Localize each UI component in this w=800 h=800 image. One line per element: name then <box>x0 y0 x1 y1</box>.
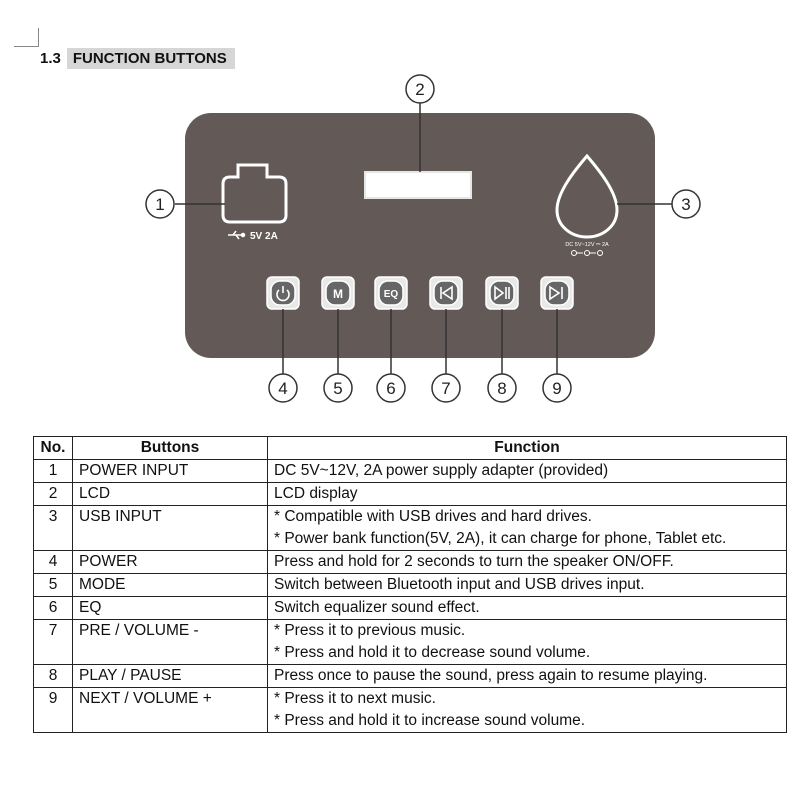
play-pause-button[interactable] <box>485 276 519 310</box>
callout-5: 5 <box>323 373 353 403</box>
mode-button[interactable]: M <box>321 276 355 310</box>
svg-text:3: 3 <box>681 195 690 214</box>
svg-text:7: 7 <box>441 379 450 398</box>
callout-2: 2 <box>405 74 435 104</box>
row-button-name: POWER INPUT <box>72 459 268 483</box>
row-button-name: NEXT / VOLUME + <box>72 687 268 733</box>
row-function: Press and hold for 2 seconds to turn the… <box>267 550 787 574</box>
callout-1: 1 <box>145 189 175 219</box>
callout-3: 3 <box>671 189 701 219</box>
callout-8: 8 <box>487 373 517 403</box>
function-line: Press once to pause the sound, press aga… <box>274 667 708 684</box>
row-button-name: MODE <box>72 573 268 597</box>
play-pause-icon <box>494 285 510 301</box>
function-line: Switch between Bluetooth input and USB d… <box>274 576 645 593</box>
dc-input-port-icon <box>555 153 619 239</box>
svg-text:1: 1 <box>155 195 164 214</box>
row-function: Press once to pause the sound, press aga… <box>267 664 787 688</box>
header-function: Function <box>267 436 787 460</box>
header-no: No. <box>33 436 73 460</box>
row-number: 8 <box>33 664 73 688</box>
power-button[interactable] <box>266 276 300 310</box>
control-panel <box>185 113 655 358</box>
row-function: * Press it to next music. * Press and hol… <box>267 687 787 733</box>
power-icon <box>276 286 290 302</box>
function-line: LCD display <box>274 485 358 502</box>
function-line: * Compatible with USB drives and hard dr… <box>274 508 592 525</box>
eq-button[interactable]: EQ <box>374 276 408 310</box>
callout-6: 6 <box>376 373 406 403</box>
callout-leader-lines <box>175 103 672 374</box>
row-function: DC 5V~12V, 2A power supply adapter (prov… <box>267 459 787 483</box>
function-line: DC 5V~12V, 2A power supply adapter (prov… <box>274 462 609 479</box>
function-line: * Press it to next music. <box>274 690 436 707</box>
function-line: * Press and hold it to increase sound vo… <box>274 712 586 729</box>
svg-text:4: 4 <box>278 379 287 398</box>
dc-rating-label: DC 5V~12V ⎓ 2A <box>565 242 609 248</box>
svg-text:9: 9 <box>552 379 561 398</box>
row-number: 9 <box>33 687 73 733</box>
section-number: 1.3 <box>40 49 61 67</box>
row-number: 1 <box>33 459 73 483</box>
usb-rating-label: 5V 2A <box>250 231 278 242</box>
function-line: * Press it to previous music. <box>274 622 466 639</box>
lcd-display <box>364 171 472 199</box>
row-button-name: LCD <box>72 482 268 506</box>
row-button-name: USB INPUT <box>72 505 268 551</box>
svg-text:2: 2 <box>415 80 424 99</box>
row-button-name: EQ <box>72 596 268 620</box>
next-icon <box>549 285 563 301</box>
section-heading: 1.3 FUNCTION BUTTONS <box>40 46 235 70</box>
usb-symbol-icon <box>228 230 246 240</box>
callout-9: 9 <box>542 373 572 403</box>
svg-text:5: 5 <box>333 379 342 398</box>
corner-crop-mark <box>14 28 39 47</box>
svg-text:6: 6 <box>386 379 395 398</box>
function-line: Switch equalizer sound effect. <box>274 599 480 616</box>
callout-4: 4 <box>268 373 298 403</box>
row-number: 3 <box>33 505 73 551</box>
row-function: Switch equalizer sound effect. <box>267 596 787 620</box>
row-number: 6 <box>33 596 73 620</box>
control-panel-diagram: 5V 2A DC 5V~12V ⎓ 2A M EQ <box>145 74 701 403</box>
row-button-name: PLAY / PAUSE <box>72 664 268 688</box>
previous-icon <box>440 285 453 301</box>
row-number: 5 <box>33 573 73 597</box>
row-number: 7 <box>33 619 73 665</box>
function-line: * Press and hold it to decrease sound vo… <box>274 644 591 661</box>
previous-volume-down-button[interactable] <box>429 276 463 310</box>
usb-port-icon <box>221 163 288 224</box>
row-number: 2 <box>33 482 73 506</box>
dc-polarity-icon <box>571 250 603 256</box>
function-line: Press and hold for 2 seconds to turn the… <box>274 553 674 570</box>
row-function: * Compatible with USB drives and hard dr… <box>267 505 787 551</box>
row-number: 4 <box>33 550 73 574</box>
row-function: Switch between Bluetooth input and USB d… <box>267 573 787 597</box>
row-function: * Press it to previous music. * Press and… <box>267 619 787 665</box>
header-buttons: Buttons <box>72 436 268 460</box>
row-button-name: PRE / VOLUME - <box>72 619 268 665</box>
row-button-name: POWER <box>72 550 268 574</box>
svg-text:8: 8 <box>497 379 506 398</box>
mode-icon: M <box>333 287 343 301</box>
eq-icon: EQ <box>384 289 399 300</box>
row-function: LCD display <box>267 482 787 506</box>
function-line: * Power bank function(5V, 2A), it can ch… <box>274 530 727 547</box>
next-volume-up-button[interactable] <box>540 276 574 310</box>
table-header-row: No. Buttons Function <box>33 436 787 460</box>
section-title: FUNCTION BUTTONS <box>66 47 235 69</box>
callout-7: 7 <box>431 373 461 403</box>
